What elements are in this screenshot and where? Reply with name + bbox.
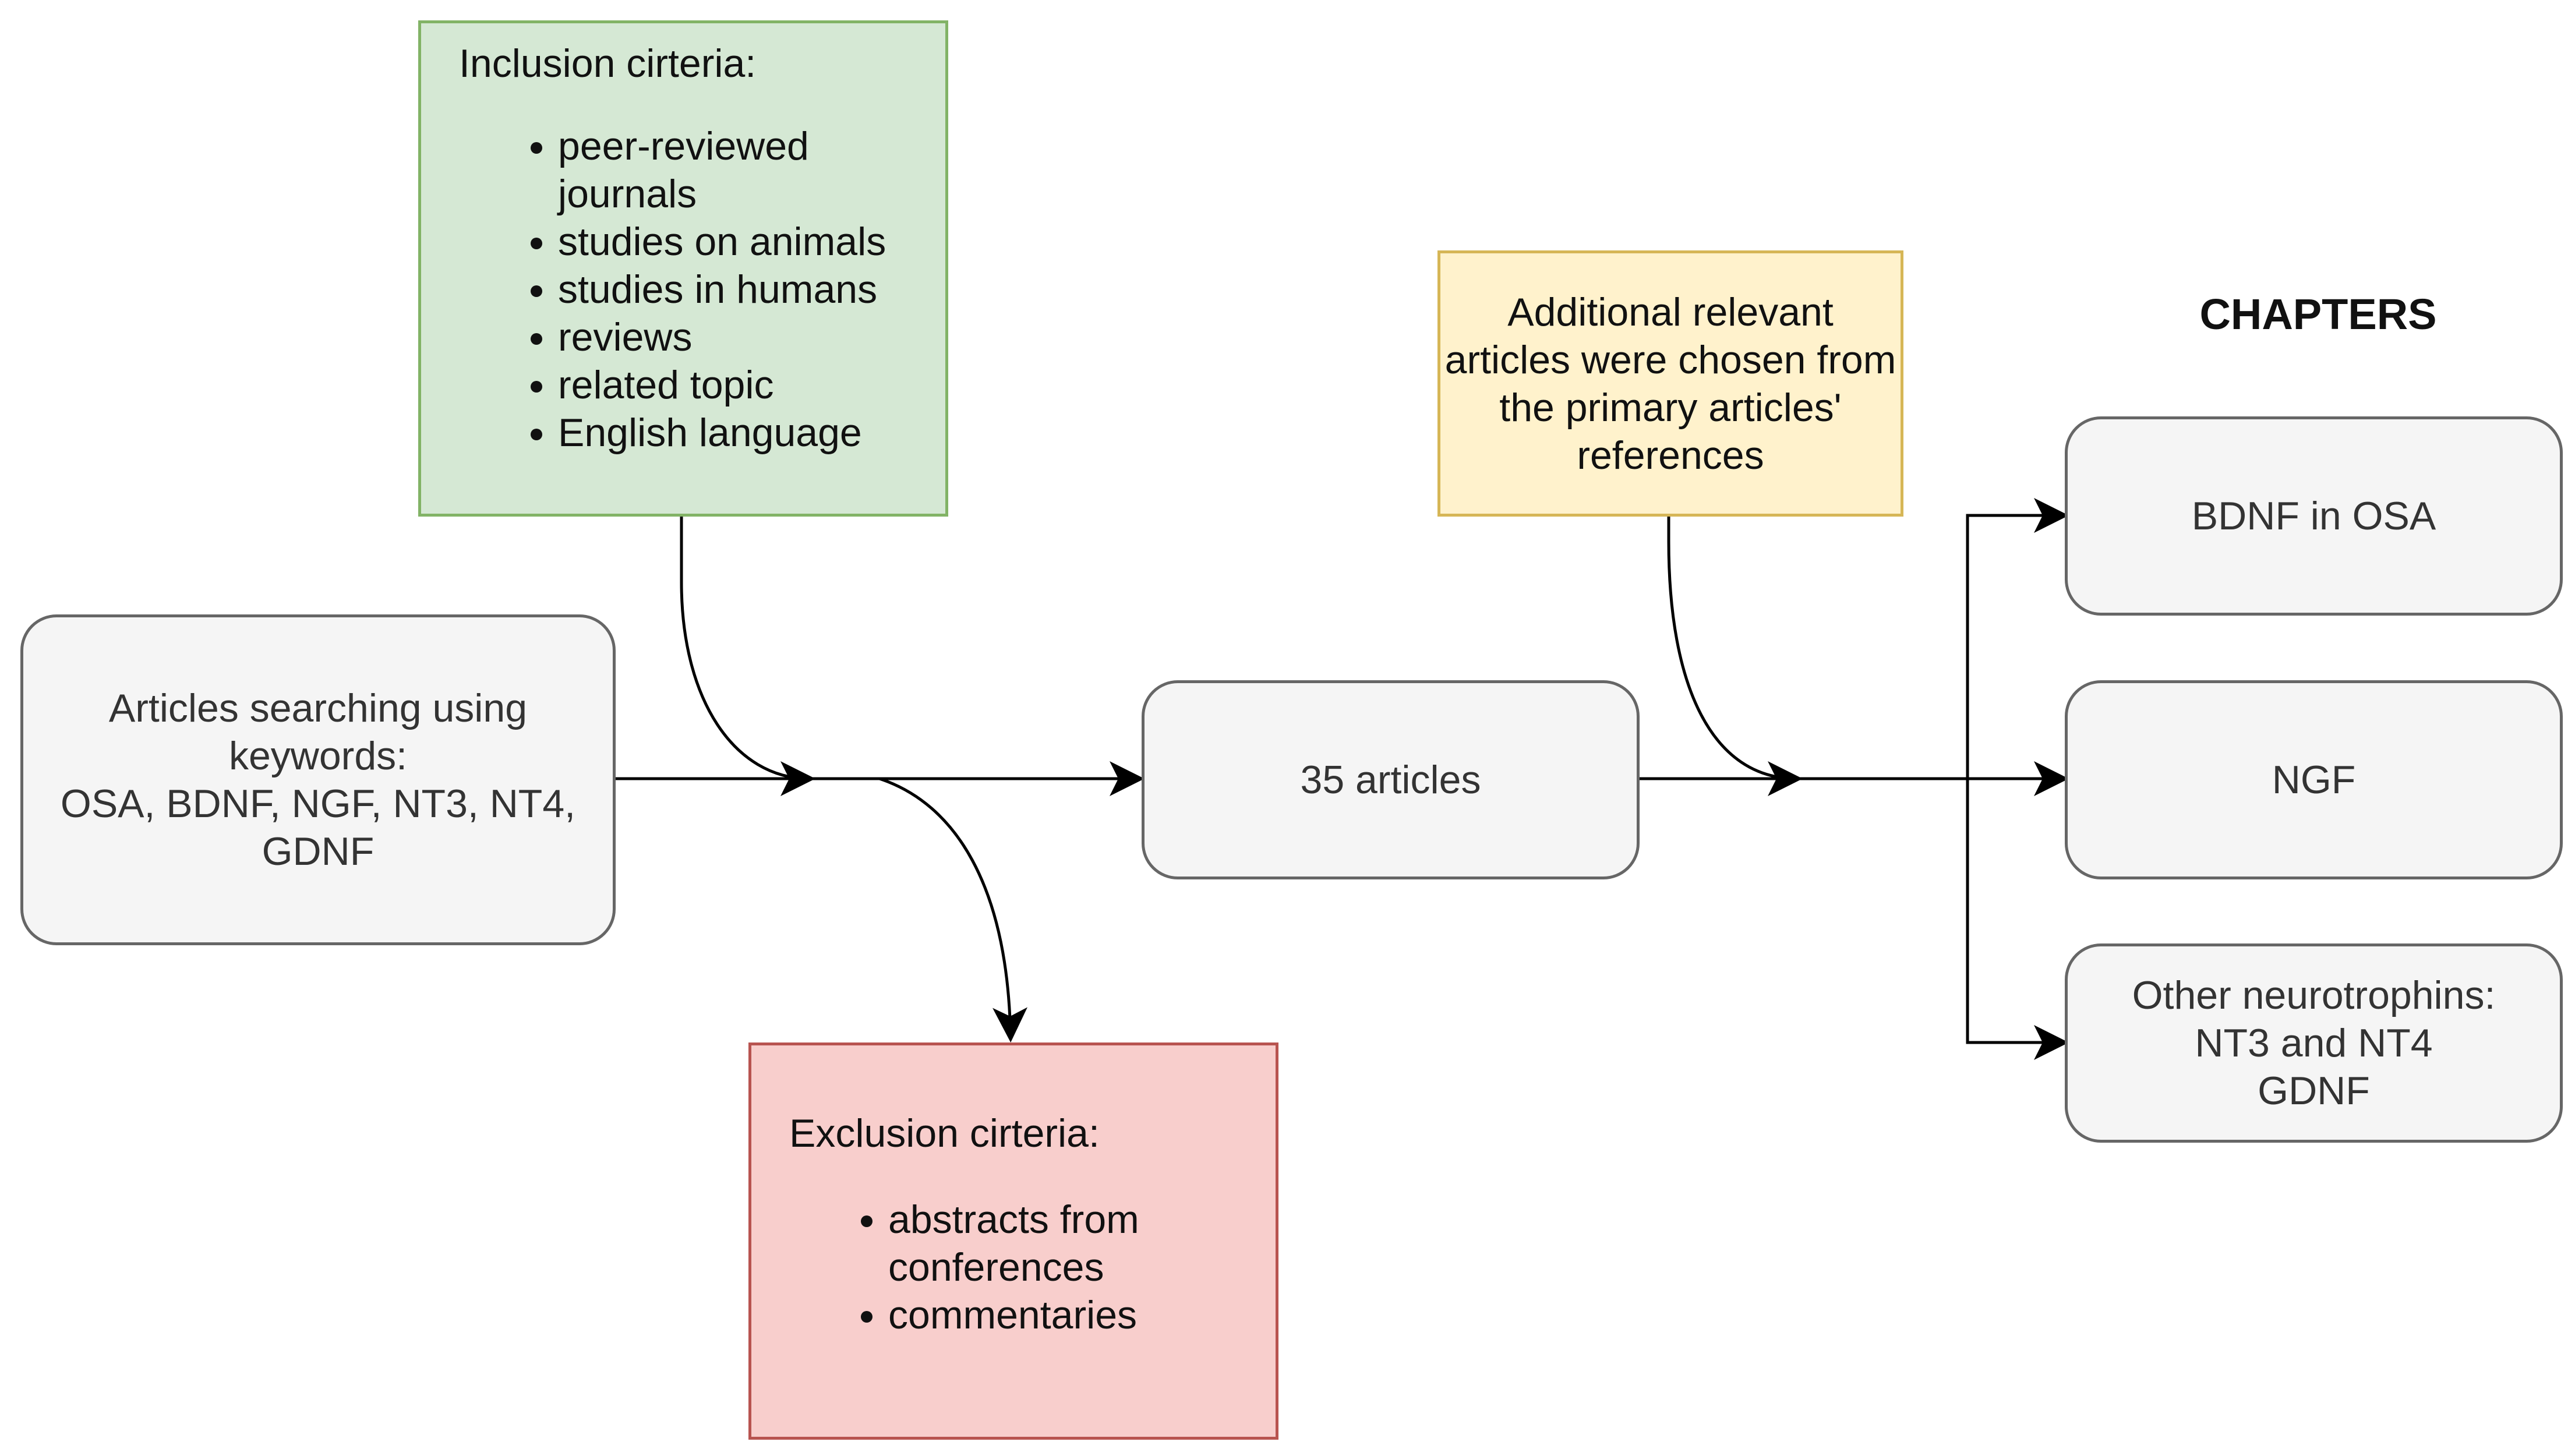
search-line: keywords: — [228, 734, 408, 778]
search-keywords-box: Articles searching using keywords: OSA, … — [20, 614, 616, 945]
search-line: Articles searching using — [108, 686, 528, 730]
chapter-other-line: NT3 and NT4 — [2195, 1021, 2433, 1065]
inclusion-criteria-list: peer-reviewed journals studies on animal… — [459, 122, 934, 457]
inclusion-item: studies on animals — [558, 218, 934, 266]
additional-articles-text: Additional relevant articles were chosen… — [1445, 288, 1896, 479]
additional-articles-box: Additional relevant articles were chosen… — [1437, 250, 1903, 517]
inclusion-item: English language — [558, 409, 934, 457]
additional-line: Additional relevant — [1507, 289, 1834, 334]
inclusion-criteria-box: Inclusion cirteria: peer-reviewed journa… — [418, 20, 948, 517]
arrow-inclusion-merge — [680, 515, 815, 796]
search-keywords-text: Articles searching using keywords: OSA, … — [61, 684, 575, 875]
exclusion-criteria-title: Exclusion cirteria: — [789, 1111, 1100, 1155]
chapter-ngf-box: NGF — [2065, 680, 2563, 879]
exclusion-criteria-box: Exclusion cirteria: abstracts from confe… — [748, 1042, 1278, 1440]
inclusion-item: related topic — [558, 361, 934, 409]
chapters-title: CHAPTERS — [2199, 290, 2437, 338]
arrow-additional-merge — [1667, 515, 1803, 796]
additional-line: references — [1577, 433, 1764, 478]
articles-count-box: 35 articles — [1142, 680, 1640, 879]
chapter-bdnf-label: BDNF in OSA — [2191, 494, 2436, 538]
additional-line: the primary articles' — [1499, 385, 1842, 430]
chapter-other-box: Other neurotrophins: NT3 and NT4 GDNF — [2065, 943, 2563, 1143]
chapter-other-text: Other neurotrophins: NT3 and NT4 GDNF — [2132, 971, 2496, 1115]
search-line: GDNF — [262, 829, 375, 874]
chapter-other-line: Other neurotrophins: — [2132, 973, 2496, 1017]
inclusion-criteria-title: Inclusion cirteria: — [459, 41, 757, 86]
inclusion-item: studies in humans — [558, 266, 934, 313]
exclusion-item: abstracts from conferences — [888, 1196, 1264, 1291]
chapter-ngf-label: NGF — [2272, 758, 2356, 802]
chapter-bdnf-box: BDNF in OSA — [2065, 416, 2563, 616]
search-line: OSA, BDNF, NGF, NT3, NT4, — [60, 782, 576, 826]
inclusion-item: reviews — [558, 313, 934, 361]
additional-line: articles were chosen from — [1444, 337, 1896, 382]
articles-count-label: 35 articles — [1300, 758, 1481, 802]
exclusion-criteria-list: abstracts from conferences commentaries — [789, 1196, 1264, 1339]
arrow-to-bdnf — [1966, 498, 2069, 779]
inclusion-item: peer-reviewed journals — [558, 122, 934, 218]
arrow-to-exclusion — [879, 777, 1028, 1042]
exclusion-item: commentaries — [888, 1291, 1264, 1339]
chapter-other-line: GDNF — [2258, 1069, 2370, 1113]
arrow-to-other — [1966, 779, 2069, 1060]
